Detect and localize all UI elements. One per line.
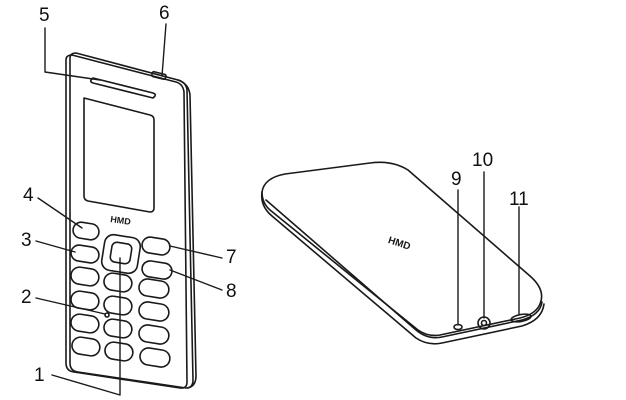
key-8 [103, 318, 133, 339]
key-5 [103, 295, 133, 316]
back-phone-side [260, 191, 545, 345]
key-hash [139, 347, 171, 368]
callout-1: 1 [34, 365, 45, 386]
key-6 [138, 301, 170, 322]
end-key [141, 260, 173, 280]
headphone-jack-inner [480, 319, 488, 327]
key-star [71, 336, 101, 357]
front-phone-face [65, 54, 188, 389]
key-4 [70, 290, 100, 311]
callout-7: 7 [226, 247, 237, 268]
back-brand-logo: HMD [387, 235, 412, 253]
leader-line-7 [169, 245, 223, 259]
key-2 [103, 272, 133, 293]
screen [83, 97, 155, 213]
nav-pad-inner [109, 241, 133, 265]
earpiece [89, 77, 157, 99]
microphone-hole [104, 312, 110, 318]
callout-4: 4 [23, 185, 34, 206]
key-7 [70, 313, 100, 334]
callout-9: 9 [451, 169, 462, 190]
charging-port [510, 313, 532, 323]
leader-lines [35, 23, 520, 396]
callout-8: 8 [226, 281, 237, 302]
leader-line-8 [169, 269, 223, 291]
left-soft-key [72, 221, 100, 241]
leader-line-5 [44, 27, 101, 81]
back-phone-side-inner [265, 199, 543, 339]
leader-line-4 [37, 197, 83, 229]
leader-line-3 [35, 240, 76, 253]
key-3 [138, 278, 170, 299]
callout-5: 5 [39, 5, 50, 26]
back-phone: HMD [260, 161, 545, 345]
front-phone-side-edge [177, 79, 197, 389]
front-phone: HMD [65, 52, 197, 389]
leader-line-2 [35, 297, 106, 315]
callout-11: 11 [509, 189, 529, 210]
right-soft-key [141, 236, 171, 256]
key-9 [138, 324, 170, 345]
front-brand-logo: HMD [110, 214, 132, 227]
callout-10: 10 [472, 150, 494, 171]
leader-line-1 [51, 257, 121, 396]
key-1 [70, 266, 100, 287]
callout-2: 2 [21, 287, 32, 308]
leader-line-6 [161, 23, 167, 77]
keypad [70, 221, 173, 368]
call-key [70, 244, 100, 264]
callout-6: 6 [159, 3, 170, 24]
top-connector [151, 70, 167, 81]
nav-pad-outer [100, 233, 142, 275]
callout-3: 3 [21, 230, 32, 251]
front-phone-body [69, 52, 194, 389]
key-0 [104, 341, 134, 362]
headphone-jack [477, 316, 491, 330]
